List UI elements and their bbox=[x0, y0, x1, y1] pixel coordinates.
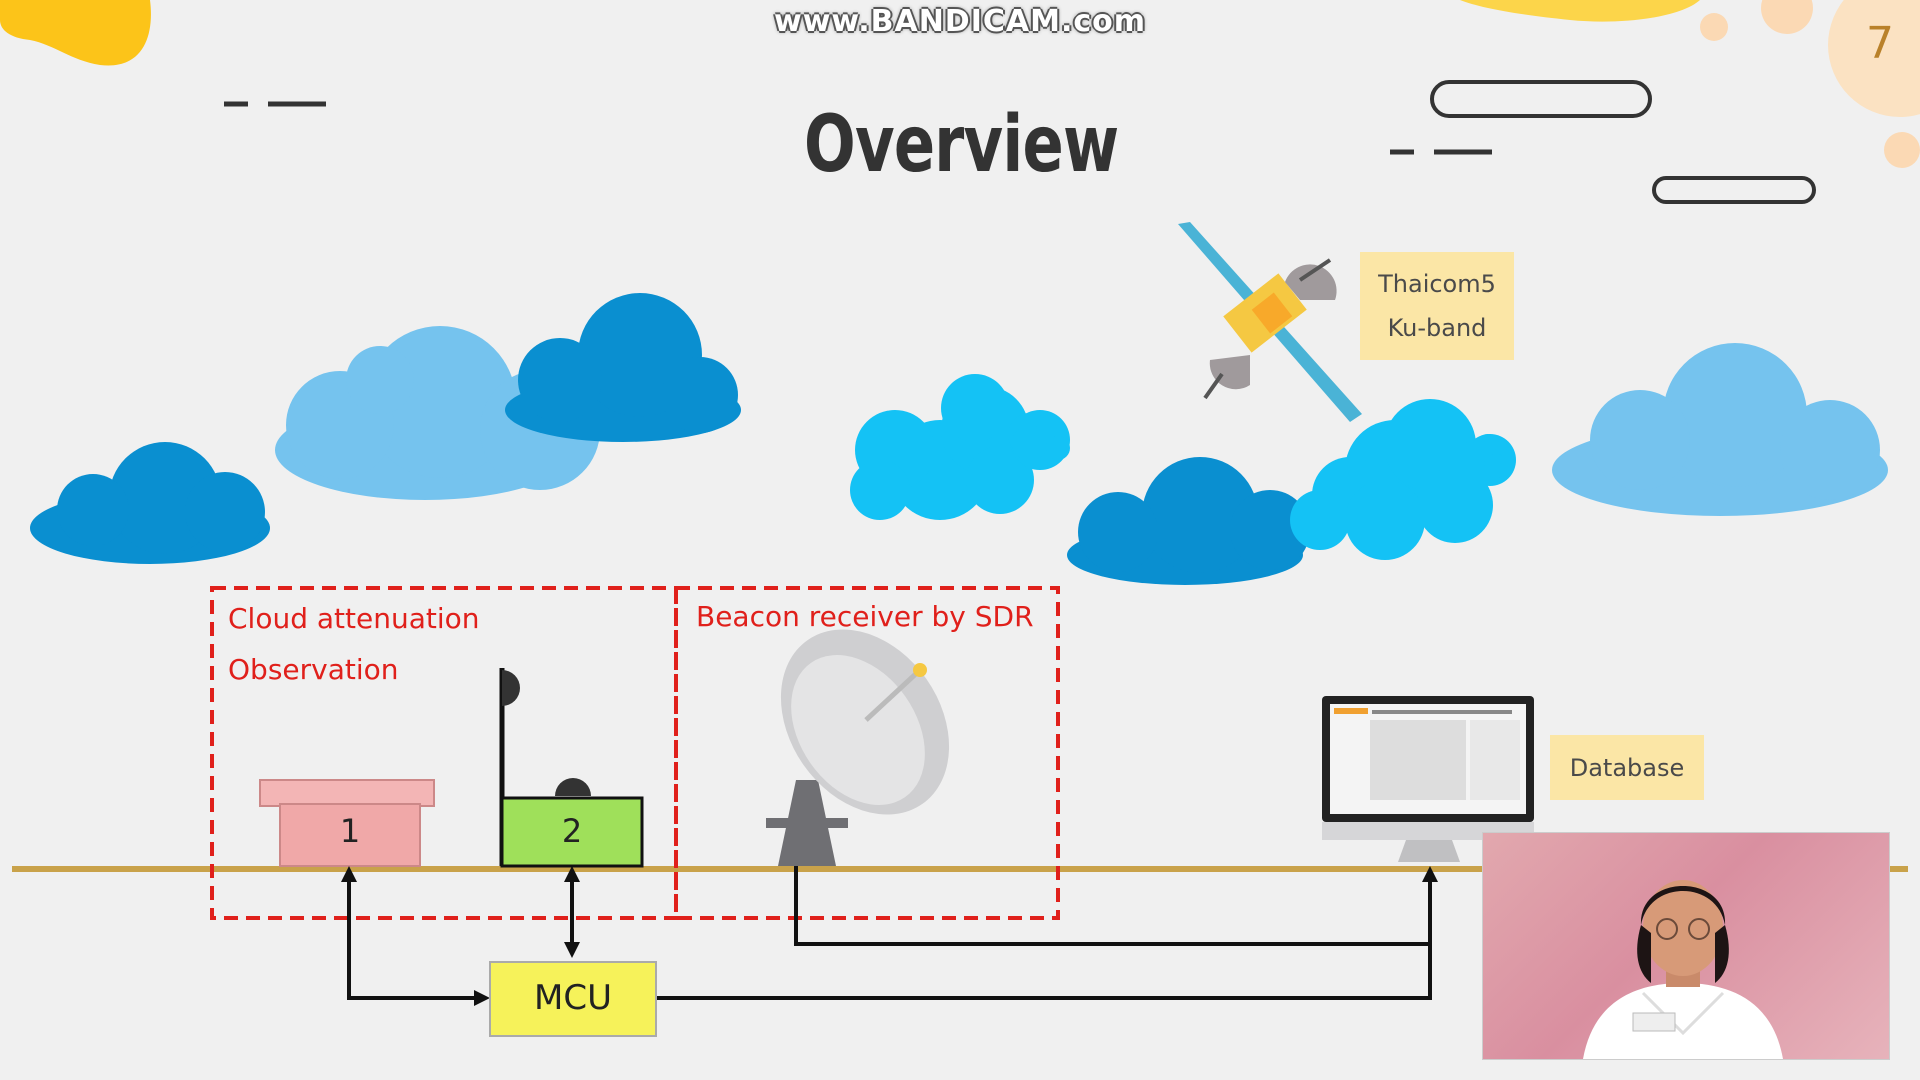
slide-title: Overview bbox=[804, 100, 1119, 190]
dot-decoration bbox=[1700, 13, 1728, 41]
cloud bbox=[505, 293, 741, 442]
connection-lines bbox=[347, 866, 1432, 1000]
dot-decoration bbox=[1884, 132, 1920, 168]
presenter-webcam bbox=[1482, 832, 1890, 1060]
database-label: Database bbox=[1550, 735, 1704, 800]
page-number-circle bbox=[1828, 0, 1920, 117]
satellite-icon bbox=[1178, 222, 1362, 422]
arrowheads bbox=[341, 866, 1438, 1006]
satellite-name: Thaicom5 bbox=[1378, 270, 1496, 298]
mcu-label: MCU bbox=[534, 978, 612, 1018]
dot-decoration bbox=[1761, 0, 1813, 34]
cloud bbox=[1552, 343, 1888, 516]
sensor-1-label: 1 bbox=[339, 812, 361, 850]
corner-blob-top-left bbox=[0, 0, 151, 66]
satellite-band: Ku-band bbox=[1387, 314, 1487, 342]
sensor-1 bbox=[259, 779, 435, 867]
cloud-observation-title: Cloud attenuation bbox=[228, 602, 480, 635]
cloud bbox=[1067, 457, 1310, 585]
satellite-dish-icon bbox=[766, 629, 950, 866]
pill-decoration bbox=[1430, 80, 1652, 118]
cloud bbox=[1290, 399, 1516, 560]
beacon-receiver-title: Beacon receiver by SDR bbox=[696, 600, 1034, 633]
beacon-receiver-region bbox=[674, 586, 1060, 920]
cloud bbox=[1454, 434, 1508, 478]
recorder-watermark: www.BANDICAM.com bbox=[773, 4, 1146, 39]
satellite-label: Thaicom5 Ku-band bbox=[1360, 252, 1514, 360]
corner-blob-top-right bbox=[1460, 0, 1700, 22]
monitor-icon bbox=[1322, 696, 1534, 862]
cloud bbox=[1012, 416, 1070, 461]
mcu-box bbox=[489, 961, 657, 1037]
pill-decoration bbox=[1652, 176, 1816, 204]
sensor-2 bbox=[499, 668, 644, 868]
cloud bbox=[30, 442, 270, 564]
cloud-observation-subtitle: Observation bbox=[228, 653, 399, 686]
page-number: 7 bbox=[1866, 18, 1894, 69]
sensor-2-label: 2 bbox=[561, 812, 583, 850]
cloud bbox=[275, 326, 600, 500]
presenter-figure bbox=[1583, 880, 1783, 1059]
